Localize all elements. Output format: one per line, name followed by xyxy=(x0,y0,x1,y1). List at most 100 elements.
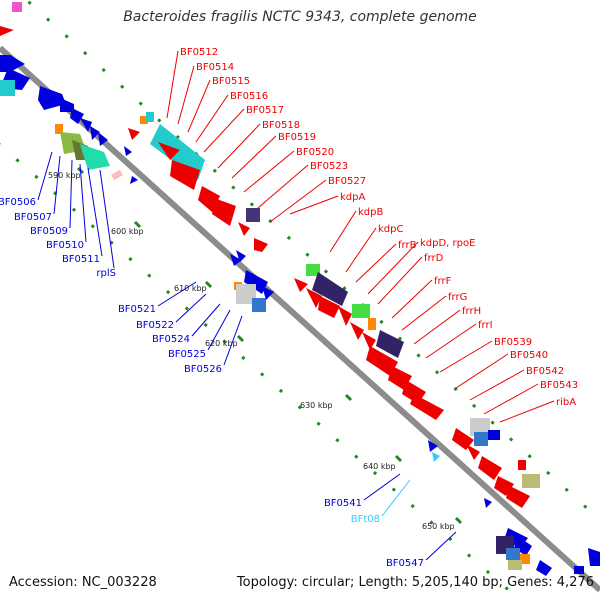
accession-label: Accession: NC_003228 xyxy=(9,575,157,590)
leader-line xyxy=(483,383,539,415)
gene-label-bf0512[interactable]: BF0512 xyxy=(180,47,218,58)
leader-line xyxy=(257,164,309,209)
leader-line xyxy=(367,241,419,295)
leader-line xyxy=(99,169,115,269)
leader-line xyxy=(455,353,509,389)
gene-label-bf0519[interactable]: BF0519 xyxy=(278,132,316,143)
scale-tick xyxy=(344,393,353,402)
gene-label-frrd[interactable]: frrD xyxy=(424,253,444,264)
gene-label-bf0515[interactable]: BF0515 xyxy=(212,76,250,87)
leader-line xyxy=(166,50,179,119)
top-left-features xyxy=(0,2,138,184)
scale-label-630-kbp: 630 kbp xyxy=(300,401,333,410)
leader-line xyxy=(69,159,73,229)
gene-label-kdpa[interactable]: kdpA xyxy=(340,192,365,203)
gene-label-frri[interactable]: frrI xyxy=(478,320,493,331)
gene-label-bf0511[interactable]: BF0511 xyxy=(62,254,100,265)
gene-label-bf0510[interactable]: BF0510 xyxy=(46,240,84,251)
scale-tick xyxy=(454,516,463,525)
scale-tick xyxy=(236,334,245,343)
leader-line xyxy=(391,279,433,319)
gene-label-bf0523[interactable]: BF0523 xyxy=(310,161,348,172)
gene-label-bf0507[interactable]: BF0507 xyxy=(14,212,52,223)
gene-label-bf0547[interactable]: BF0547 xyxy=(386,558,424,569)
map-title: Bacteroides fragilis NCTC 9343, complete… xyxy=(123,9,477,25)
leader-line xyxy=(377,256,423,305)
leader-line xyxy=(243,150,295,193)
scale-label-600-kbp: 600 kbp xyxy=(111,227,144,236)
gene-label-bf0525[interactable]: BF0525 xyxy=(168,349,206,360)
gene-label-bft08[interactable]: BFt08 xyxy=(351,514,380,525)
gene-label-kdpb[interactable]: kdpB xyxy=(358,207,383,218)
gene-label-bf0527[interactable]: BF0527 xyxy=(328,176,366,187)
leader-line xyxy=(231,135,277,179)
leader-line xyxy=(469,369,525,401)
leader-line xyxy=(425,531,457,561)
leader-line xyxy=(269,179,327,223)
leader-line xyxy=(289,195,339,215)
gene-label-bf0517[interactable]: BF0517 xyxy=(246,105,284,116)
gene-label-bf0518[interactable]: BF0518 xyxy=(262,120,300,131)
gene-label-bf0509[interactable]: BF0509 xyxy=(30,226,68,237)
gene-label-bf0524[interactable]: BF0524 xyxy=(152,334,190,345)
leader-line xyxy=(157,281,197,307)
gene-label-kdpd-rpoe[interactable]: kdpD, rpoE xyxy=(420,238,475,249)
gene-label-bf0522[interactable]: BF0522 xyxy=(136,320,174,331)
scale-tick xyxy=(133,220,142,229)
scale-markers: 590 kbp 600 kbp 610 kbp 620 kbp 630 kbp 640 k… xyxy=(48,166,463,531)
scale-label-640-kbp: 640 kbp xyxy=(363,462,396,471)
scale-tick xyxy=(204,280,213,289)
gene-label-riba[interactable]: ribA xyxy=(556,397,576,408)
leader-line xyxy=(207,309,231,351)
topology-summary: Topology: circular; Length: 5,205,140 bp… xyxy=(236,575,594,590)
forward-gene-labels: BF0512BF0514BF0515BF0516BF0517BF0518BF05… xyxy=(166,47,578,423)
scale-label-610-kbp: 610 kbp xyxy=(174,284,207,293)
leader-line xyxy=(195,94,229,143)
gene-label-kdpc[interactable]: kdpC xyxy=(378,224,403,235)
leader-line xyxy=(53,155,61,215)
gene-label-rpls[interactable]: rplS xyxy=(96,268,116,279)
gene-label-frrf[interactable]: frrF xyxy=(434,276,452,287)
leader-line xyxy=(203,108,245,153)
leader-line xyxy=(175,293,207,323)
leader-line xyxy=(37,151,53,201)
gene-label-bf0539[interactable]: BF0539 xyxy=(494,337,532,348)
gene-label-bf0516[interactable]: BF0516 xyxy=(230,91,268,102)
leader-line xyxy=(381,479,411,517)
scale-label-620-kbp: 620 kbp xyxy=(205,339,238,348)
leader-line xyxy=(177,65,195,125)
leader-line xyxy=(187,79,211,133)
gene-label-bf0543[interactable]: BF0543 xyxy=(540,380,578,391)
leader-line xyxy=(425,323,477,359)
leader-line xyxy=(363,473,401,501)
gene-label-bf0541[interactable]: BF0541 xyxy=(324,498,362,509)
leader-line xyxy=(223,315,243,366)
leader-line xyxy=(355,243,397,283)
forward-gene-features xyxy=(128,112,600,566)
gene-label-bf0520[interactable]: BF0520 xyxy=(296,147,334,158)
leader-line xyxy=(413,309,461,345)
gene-label-bf0540[interactable]: BF0540 xyxy=(510,350,548,361)
gene-label-frrg[interactable]: frrG xyxy=(448,292,467,303)
scale-tick xyxy=(394,454,403,463)
leader-line xyxy=(217,123,261,169)
leader-line xyxy=(499,400,555,423)
leader-line xyxy=(345,227,377,273)
leader-line xyxy=(191,303,221,337)
leader-line xyxy=(87,167,103,257)
gene-label-bf0521[interactable]: BF0521 xyxy=(118,304,156,315)
gene-label-bf0542[interactable]: BF0542 xyxy=(526,366,564,377)
leader-line xyxy=(329,210,357,253)
reverse-gene-features xyxy=(230,250,584,576)
leader-line xyxy=(439,340,493,373)
gene-label-frrb[interactable]: frrB xyxy=(398,240,417,251)
gene-label-bf0526[interactable]: BF0526 xyxy=(184,364,222,375)
scale-label-590-kbp: 590 kbp xyxy=(48,171,81,180)
gene-label-frrh[interactable]: frrH xyxy=(462,306,481,317)
gene-label-bf0514[interactable]: BF0514 xyxy=(196,62,234,73)
scale-label-650-kbp: 650 kbp xyxy=(422,522,455,531)
gene-label-bf0506[interactable]: BF0506 xyxy=(0,197,36,208)
